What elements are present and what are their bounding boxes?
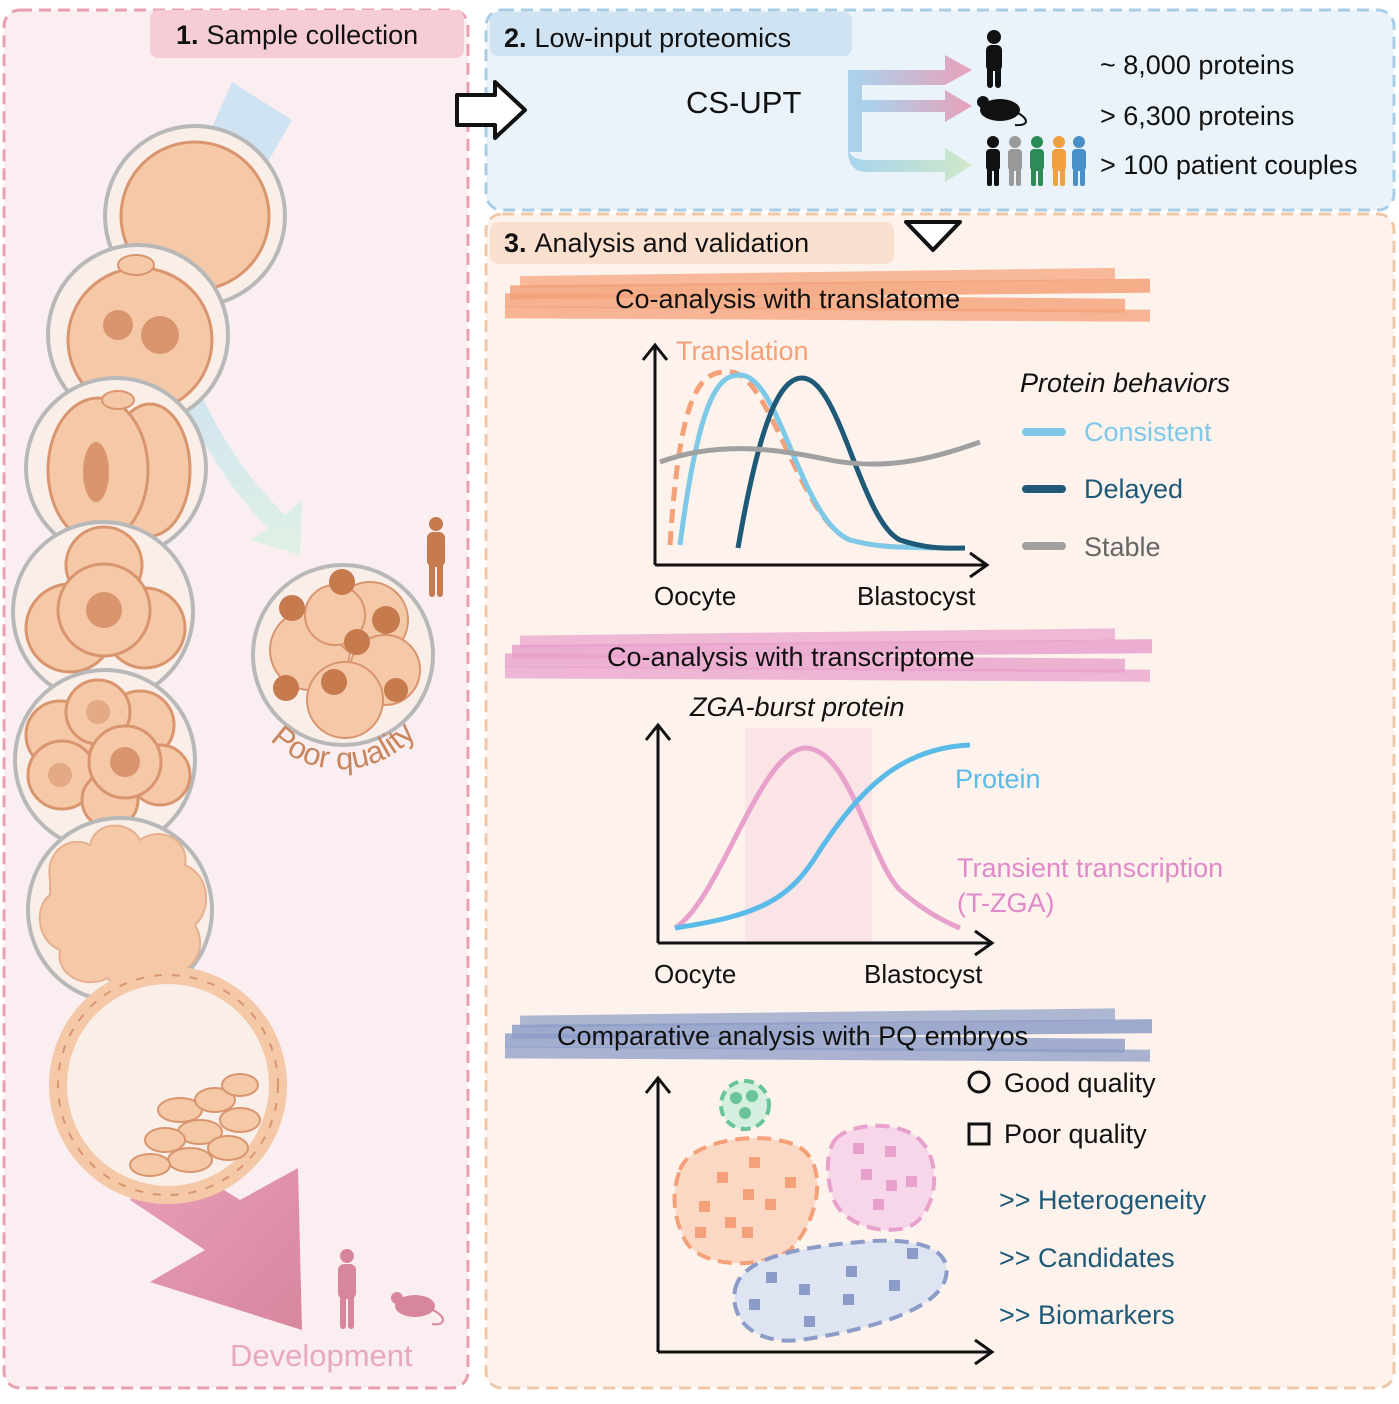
translatome-banner bbox=[504, 267, 1151, 322]
human-proteins-count: ~ 8,000 proteins bbox=[1100, 50, 1294, 80]
patient-couples-icon bbox=[986, 136, 1086, 186]
transient-transcription-curve bbox=[673, 745, 961, 931]
human-arrow bbox=[848, 55, 972, 152]
translation-curve bbox=[667, 369, 931, 550]
embryo-morula bbox=[26, 816, 214, 1004]
human-icon bbox=[427, 517, 445, 597]
panel-2-header bbox=[490, 12, 852, 56]
pink-cluster bbox=[825, 1123, 937, 1232]
consistent-curve bbox=[677, 372, 936, 551]
mouse-icon bbox=[391, 1292, 444, 1326]
method-label: CS-UPT bbox=[686, 85, 801, 120]
mouse-proteins-count: > 6,300 proteins bbox=[1100, 101, 1294, 131]
t-zga-label: (T-ZGA) bbox=[957, 888, 1054, 918]
pq-banner-label: Comparative analysis with PQ embryos bbox=[557, 1021, 1028, 1051]
good-quality-legend-label: Good quality bbox=[1004, 1068, 1156, 1098]
delayed-legend-label: Delayed bbox=[1084, 474, 1183, 504]
delayed-legend-swatch bbox=[1022, 485, 1066, 493]
delayed-curve bbox=[735, 375, 966, 551]
panel-3-title: 3.Analysis and validation bbox=[504, 228, 809, 258]
translatome-x-start-label: Oocyte bbox=[654, 581, 736, 611]
poor-quality-embryo bbox=[251, 563, 435, 747]
embryo-blastocyst bbox=[49, 966, 287, 1204]
panel-3-header bbox=[490, 222, 894, 264]
human-icon bbox=[986, 30, 1002, 88]
development-label: Development bbox=[230, 1338, 413, 1373]
biomarkers-item: >> Biomarkers bbox=[999, 1300, 1175, 1330]
transcriptome-banner bbox=[504, 628, 1153, 682]
panel-3-background bbox=[484, 212, 1396, 1390]
translation-label: Translation bbox=[676, 336, 809, 366]
poor-quality-legend-label: Poor quality bbox=[1004, 1119, 1147, 1149]
pq-banner bbox=[504, 1008, 1153, 1062]
stable-legend-swatch bbox=[1022, 542, 1066, 550]
translatome-x-end-label: Blastocyst bbox=[857, 581, 976, 611]
green-cluster bbox=[719, 1079, 771, 1131]
stable-legend-label: Stable bbox=[1084, 532, 1161, 562]
stable-curve bbox=[659, 439, 981, 467]
blue-cluster bbox=[732, 1238, 949, 1343]
translatome-chart bbox=[641, 342, 990, 579]
consistent-legend-label: Consistent bbox=[1084, 417, 1212, 447]
transcriptome-chart bbox=[644, 722, 995, 957]
heterogeneity-item: >> Heterogeneity bbox=[999, 1185, 1207, 1215]
protein-curve-label: Protein bbox=[955, 764, 1041, 794]
zga-window-highlight bbox=[745, 728, 872, 943]
poor-quality-legend-marker bbox=[967, 1122, 991, 1146]
consistent-legend-swatch bbox=[1022, 428, 1066, 436]
pq-scatter-chart bbox=[644, 1075, 995, 1366]
panel-transition-arrow bbox=[455, 80, 527, 140]
sequence-arrow-tail bbox=[210, 82, 292, 172]
orange-cluster bbox=[672, 1136, 820, 1266]
mouse-arrow bbox=[862, 90, 972, 122]
poor-quality-arrow bbox=[180, 380, 302, 555]
panel-2-to-3-arrow bbox=[904, 220, 962, 252]
transcriptome-x-start-label: Oocyte bbox=[654, 959, 736, 989]
panel-1-title: 1.Sample collection bbox=[176, 20, 418, 50]
embryo-8-cell bbox=[13, 668, 197, 852]
protein-curve bbox=[674, 742, 971, 931]
mouse-icon bbox=[977, 96, 1027, 127]
candidates-item: >> Candidates bbox=[999, 1243, 1175, 1273]
patient-couples-count: > 100 patient couples bbox=[1100, 150, 1357, 180]
protein-behaviors-legend-title: Protein behaviors bbox=[1020, 368, 1230, 398]
transcriptome-banner-label: Co-analysis with transcriptome bbox=[607, 642, 975, 672]
zga-burst-subtitle: ZGA-burst protein bbox=[689, 692, 905, 722]
panel-2-title: 2.Low-input proteomics bbox=[504, 23, 791, 53]
good-quality-legend-marker bbox=[967, 1070, 991, 1094]
embryo-4-cell bbox=[11, 520, 195, 704]
transcriptome-x-end-label: Blastocyst bbox=[864, 959, 983, 989]
transient-transcription-label: Transient transcription bbox=[957, 853, 1223, 883]
human-icon bbox=[338, 1249, 356, 1329]
panel-1-header bbox=[150, 10, 464, 58]
translatome-banner-label: Co-analysis with translatome bbox=[615, 284, 960, 314]
patient-arrow bbox=[848, 145, 972, 182]
